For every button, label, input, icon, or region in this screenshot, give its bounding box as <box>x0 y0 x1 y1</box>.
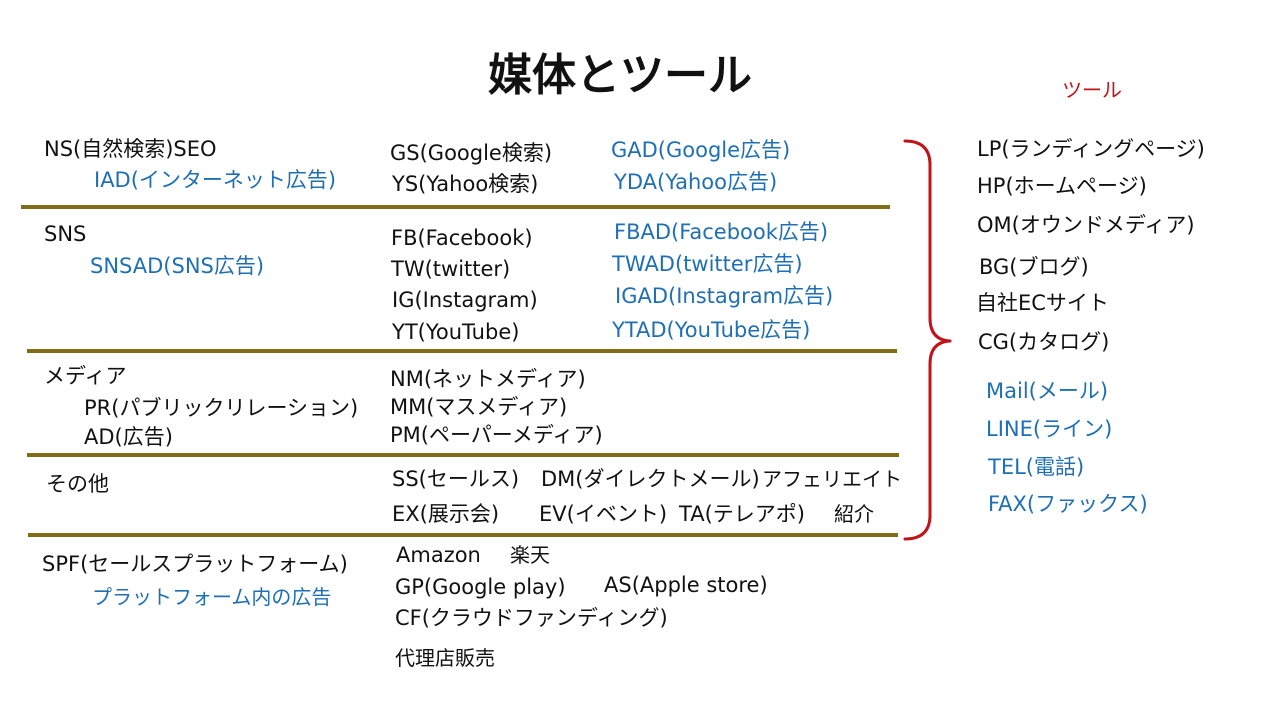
section-label: SPF(セールスプラットフォーム) <box>42 552 348 576</box>
ad-item: TWAD(twitter広告) <box>612 252 803 276</box>
media-item: Amazon <box>396 543 481 567</box>
section-ad-label: プラットフォーム内の広告 <box>92 585 332 609</box>
media-item: FB(Facebook) <box>391 226 533 250</box>
media-item: CF(クラウドファンディング) <box>395 606 668 630</box>
contact-tool-item: Mail(メール) <box>986 379 1109 403</box>
media-item: YS(Yahoo検索) <box>392 172 539 196</box>
section-ad-label: SNSAD(SNS広告) <box>90 254 265 278</box>
media-item: GP(Google play) <box>395 575 566 599</box>
section-sub-label: AD(広告) <box>84 425 173 449</box>
ad-item: IGAD(Instagram広告) <box>615 284 834 308</box>
media-item: 紹介 <box>834 502 874 526</box>
media-item: NM(ネットメディア) <box>390 367 586 391</box>
tool-item: 自社ECサイト <box>976 291 1109 315</box>
contact-tool-item: FAX(ファックス) <box>988 492 1148 516</box>
contact-tool-item: TEL(電話) <box>988 455 1085 479</box>
section-label: その他 <box>46 472 109 496</box>
tool-item: HP(ホームページ) <box>977 174 1147 198</box>
ad-item: YDA(Yahoo広告) <box>614 170 778 194</box>
section-ad-label: IAD(インターネット広告) <box>94 168 337 192</box>
media-item: SS(セールス) <box>392 467 520 491</box>
contact-tool-item: LINE(ライン) <box>986 417 1113 441</box>
section-divider <box>27 349 897 353</box>
section-sub-label: PR(パブリックリレーション) <box>84 396 359 420</box>
ad-item: GAD(Google広告) <box>611 138 791 162</box>
media-item: IG(Instagram) <box>392 288 538 312</box>
media-item: AS(Apple store) <box>604 573 768 597</box>
media-item: EV(イベント) <box>539 502 668 526</box>
media-item: 楽天 <box>510 543 550 567</box>
ad-item: YTAD(YouTube広告) <box>612 318 811 342</box>
tool-item: BG(ブログ) <box>979 255 1089 279</box>
section-divider <box>21 205 890 209</box>
media-item: 代理店販売 <box>395 646 495 670</box>
media-item: TW(twitter) <box>391 257 511 281</box>
tools-heading: ツール <box>1062 78 1122 102</box>
media-item: PM(ペーパーメディア) <box>390 423 603 447</box>
media-item: TA(テレアポ) <box>679 502 805 526</box>
media-item: DM(ダイレクトメール) <box>541 467 760 491</box>
media-item: アフェリエイト <box>762 467 902 491</box>
media-item: EX(展示会) <box>392 502 500 526</box>
section-label: SNS <box>44 222 87 246</box>
section-divider <box>28 533 898 537</box>
media-item: MM(マスメディア) <box>390 395 568 419</box>
tool-item: LP(ランディングページ) <box>977 137 1205 161</box>
page-title: 媒体とツール <box>488 50 752 101</box>
media-item: YT(YouTube) <box>392 320 520 344</box>
tool-item: OM(オウンドメディア) <box>977 213 1195 237</box>
section-label: メディア <box>44 364 127 388</box>
ad-item: FBAD(Facebook広告) <box>614 220 829 244</box>
tool-item: CG(カタログ) <box>978 330 1110 354</box>
media-item: GS(Google検索) <box>390 141 553 165</box>
section-divider <box>27 453 899 457</box>
section-label: NS(自然検索)SEO <box>44 137 217 161</box>
